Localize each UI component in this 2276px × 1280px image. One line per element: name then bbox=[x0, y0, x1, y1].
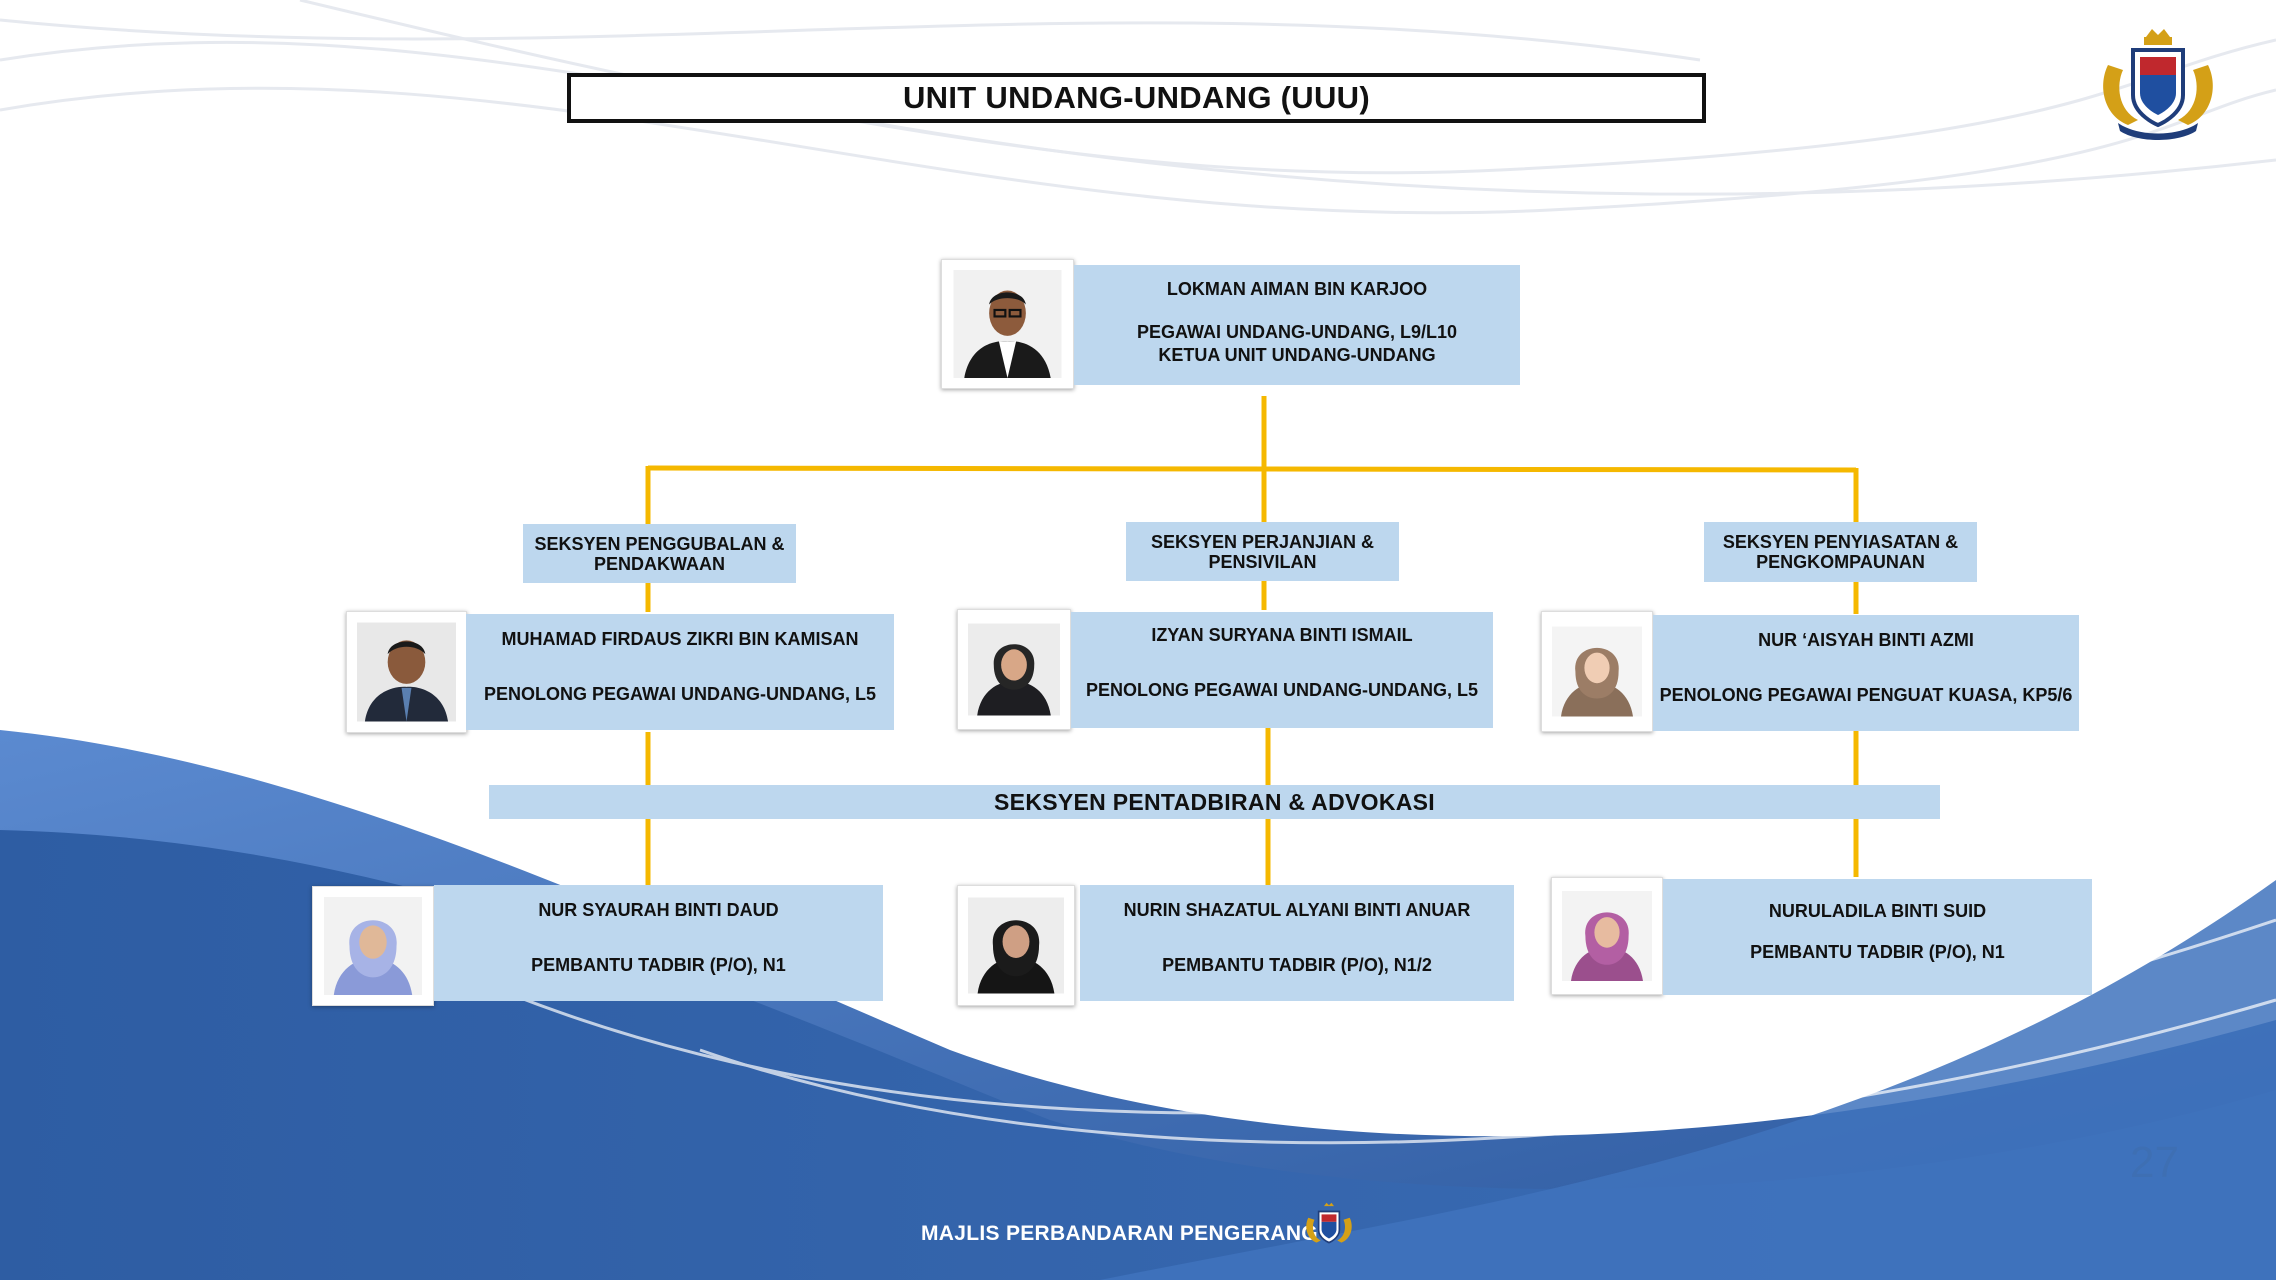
officer-info-box: MUHAMAD FIRDAUS ZIKRI BIN KAMISAN PENOLO… bbox=[466, 614, 894, 730]
person-avatar-icon bbox=[968, 897, 1064, 994]
staff-photo bbox=[312, 886, 434, 1006]
staff-info-box: NUR SYAURAH BINTI DAUD PEMBANTU TADBIR (… bbox=[434, 885, 883, 1001]
person-avatar-icon bbox=[1552, 626, 1642, 717]
head-photo bbox=[941, 259, 1074, 389]
officer-position: PENOLONG PEGAWAI UNDANG-UNDANG, L5 bbox=[1085, 680, 1479, 700]
officer-photo bbox=[957, 609, 1071, 730]
officer-name: IZYAN SURYANA BINTI ISMAIL bbox=[1151, 625, 1413, 645]
coat-of-arms-logo bbox=[2103, 29, 2213, 140]
page-title: UNIT UNDANG-UNDANG (UUU) bbox=[567, 73, 1706, 123]
staff-name: NURIN SHAZATUL ALYANI BINTI ANUAR bbox=[1123, 900, 1471, 920]
staff-name: NUR SYAURAH BINTI DAUD bbox=[538, 900, 779, 920]
footer-logo-icon bbox=[1306, 1202, 1352, 1244]
staff-position: PEMBANTU TADBIR (P/O), N1 bbox=[531, 955, 786, 975]
staff-position: PEMBANTU TADBIR (P/O), N1 bbox=[1750, 942, 2005, 962]
section-label-left: SEKSYEN PENGGUBALAN & PENDAKWAAN bbox=[523, 524, 796, 583]
footer-organization-name: MAJLIS PERBANDARAN PENGERANG bbox=[921, 1222, 1318, 1245]
section-label-right: SEKSYEN PENYIASATAN & PENGKOMPAUNAN bbox=[1704, 522, 1977, 582]
officer-info-box: IZYAN SURYANA BINTI ISMAIL PENOLONG PEGA… bbox=[1071, 612, 1493, 728]
head-position-2: KETUA UNIT UNDANG-UNDANG bbox=[1158, 345, 1436, 365]
officer-name: MUHAMAD FIRDAUS ZIKRI BIN KAMISAN bbox=[501, 629, 859, 649]
staff-position: PEMBANTU TADBIR (P/O), N1/2 bbox=[1162, 955, 1432, 975]
staff-info-box: NURULADILA BINTI SUID PEMBANTU TADBIR (P… bbox=[1663, 879, 2092, 995]
officer-photo bbox=[1541, 611, 1653, 732]
staff-info-box: NURIN SHAZATUL ALYANI BINTI ANUAR PEMBAN… bbox=[1080, 885, 1514, 1001]
person-avatar-icon bbox=[968, 623, 1060, 716]
officer-name: NUR ‘AISYAH BINTI AZMI bbox=[1758, 630, 1974, 650]
person-avatar-icon bbox=[1562, 891, 1652, 981]
admin-section-label: SEKSYEN PENTADBIRAN & ADVOKASI bbox=[489, 785, 1940, 819]
officer-position: PENOLONG PEGAWAI PENGUAT KUASA, KP5/6 bbox=[1659, 685, 2073, 705]
staff-name: NURULADILA BINTI SUID bbox=[1768, 901, 1987, 921]
officer-position: PENOLONG PEGAWAI UNDANG-UNDANG, L5 bbox=[483, 684, 877, 704]
head-position-1: PEGAWAI UNDANG-UNDANG, L9/L10 bbox=[1136, 322, 1458, 342]
staff-photo bbox=[1551, 877, 1663, 995]
head-name: LOKMAN AIMAN BIN KARJOO bbox=[1166, 279, 1428, 299]
person-avatar-icon bbox=[324, 897, 422, 995]
officer-photo bbox=[346, 611, 467, 733]
person-avatar-icon bbox=[357, 622, 456, 722]
page-number: 27 bbox=[2130, 1138, 2179, 1187]
section-label-middle: SEKSYEN PERJANJIAN & PENSIVILAN bbox=[1126, 522, 1399, 581]
staff-photo bbox=[957, 885, 1075, 1006]
officer-info-box: NUR ‘AISYAH BINTI AZMI PENOLONG PEGAWAI … bbox=[1653, 615, 2079, 731]
branch-connector bbox=[647, 465, 1857, 473]
head-info-box: LOKMAN AIMAN BIN KARJOO PEGAWAI UNDANG-U… bbox=[1074, 265, 1520, 385]
person-avatar-icon bbox=[953, 270, 1062, 378]
